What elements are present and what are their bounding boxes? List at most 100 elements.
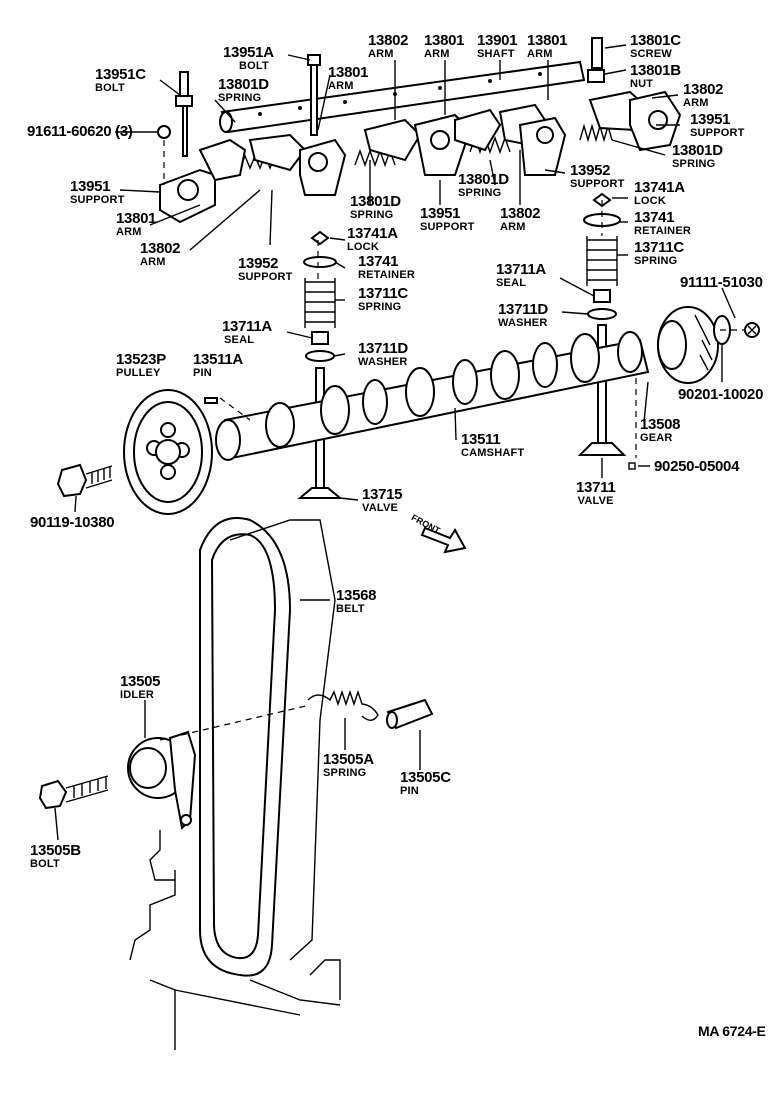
part-name: SEAL (224, 334, 255, 346)
label-13801-top2: 13801 ARM (424, 32, 465, 60)
part-number: 13741A (347, 225, 398, 242)
idler-pulley (127, 730, 197, 831)
label-13505A: 13505A SPRING (323, 752, 374, 779)
label-13741-left: 13741 RETAINER (358, 254, 415, 281)
part-number: 13505B (30, 842, 81, 859)
part-name: BOLT (239, 60, 269, 72)
part-name: ARM (683, 97, 709, 109)
part-name: BOLT (95, 82, 125, 94)
label-13711C-right: 13711C SPRING (634, 240, 684, 267)
part-name: LOCK (347, 241, 379, 253)
label-13741-right: 13741 RETAINER (634, 210, 691, 237)
label-13801-top3: 13801 ARM (527, 32, 568, 60)
part-name: PIN (400, 785, 419, 797)
part-name: IDLER (120, 689, 154, 701)
rocker-arms (159, 90, 682, 224)
part-name: SPRING (218, 92, 262, 104)
label-13715: 13715 VALVE (362, 486, 403, 514)
part-number: 13505 (120, 673, 161, 690)
part-number: 13801 (527, 32, 568, 49)
part-name: VALVE (362, 502, 399, 514)
code-90201: 90201-10020 (678, 386, 764, 403)
part-number: 13801D (218, 76, 269, 93)
label-13951C: 13951C BOLT (95, 67, 146, 94)
part-name: VALVE (577, 495, 614, 507)
label-13802-right: 13802 ARM (683, 81, 724, 109)
part-number: 13951C (95, 66, 146, 83)
part-number: 13952 (238, 255, 279, 272)
part-number: 13711A (222, 318, 272, 335)
part-name: WASHER (498, 317, 548, 329)
part-number: 13741 (358, 253, 399, 270)
part-number: 13801 (424, 32, 465, 49)
part-name: NUT (630, 78, 654, 90)
part-name: PIN (193, 367, 212, 379)
label-13505B: 13505B BOLT (30, 843, 81, 870)
camshaft (215, 331, 650, 461)
label-13951A: 13951A BOLT (223, 45, 274, 72)
part-name: SUPPORT (570, 178, 625, 190)
label-13952-right: 13952 SUPPORT (570, 163, 625, 190)
part-number: 13951 (70, 178, 111, 195)
tensioner-spring (307, 689, 379, 721)
leader-lines (54, 44, 736, 841)
label-13741A-left: 13741A LOCK (347, 226, 398, 253)
label-13511A: 13511A PIN (193, 352, 243, 379)
part-number: 13568 (336, 587, 377, 604)
part-name: SHAFT (477, 48, 515, 60)
part-number: 13523P (116, 351, 166, 368)
part-name: LOCK (634, 195, 666, 207)
figure-id: MA 6724-E (698, 1023, 766, 1039)
label-13801D-low: 13801D SPRING (350, 194, 401, 221)
label-13801D-right: 13801D SPRING (672, 143, 723, 170)
part-name: SUPPORT (238, 271, 293, 283)
part-name: WASHER (358, 356, 408, 368)
part-name: ARM (116, 226, 142, 238)
part-number: 13511 (461, 431, 501, 448)
part-number: 13505A (323, 751, 374, 768)
idler-bolt (38, 775, 109, 810)
valve-spring-right (577, 192, 627, 456)
part-name: RETAINER (634, 225, 692, 237)
part-number: 13801 (328, 64, 369, 81)
part-name: BOLT (30, 858, 60, 870)
part-number: 13952 (570, 162, 611, 179)
label-13801D-top: 13801D SPRING (218, 77, 269, 104)
part-number: 13711D (358, 340, 408, 357)
part-name: SPRING (634, 255, 678, 267)
part-name: SPRING (672, 158, 716, 170)
label-13523P: 13523P PULLEY (116, 352, 166, 379)
part-number: 13711C (358, 285, 408, 302)
part-name: RETAINER (358, 269, 416, 281)
part-name: SPRING (323, 767, 367, 779)
part-number: 13505C (400, 769, 451, 786)
tensioner-pin (386, 698, 434, 730)
label-13951-low: 13951 SUPPORT (420, 206, 475, 233)
pulley-bolt (56, 463, 113, 498)
part-number: 13801B (630, 62, 681, 79)
part-number: 13741A (634, 179, 685, 196)
part-number: 13951A (223, 44, 274, 61)
part-number: 13901 (477, 32, 518, 49)
label-13901: 13901 SHAFT (477, 32, 518, 60)
label-13711: 13711 VALVE (576, 480, 616, 507)
part-number: 13802 (683, 81, 724, 98)
part-number: 13715 (362, 486, 403, 503)
part-number: 13801D (350, 193, 401, 210)
part-name: ARM (424, 48, 450, 60)
part-number: 13801D (672, 142, 723, 159)
part-number: 13711A (496, 261, 546, 278)
label-13951-left: 13951 SUPPORT (70, 179, 125, 206)
label-13711A-left: 13711A SEAL (222, 319, 272, 346)
part-number: 13741 (634, 209, 675, 226)
part-name: SEAL (496, 277, 527, 289)
label-13802-low: 13802 ARM (500, 206, 541, 233)
label-13802-top: 13802 ARM (368, 32, 409, 60)
label-13508: 13508 GEAR (640, 417, 681, 444)
part-name: GEAR (640, 432, 673, 444)
part-number: 13951 (420, 205, 461, 222)
part-number: 13802 (368, 32, 409, 49)
part-name: SUPPORT (70, 194, 125, 206)
part-name: BELT (336, 603, 365, 615)
top-bolts (157, 37, 605, 157)
